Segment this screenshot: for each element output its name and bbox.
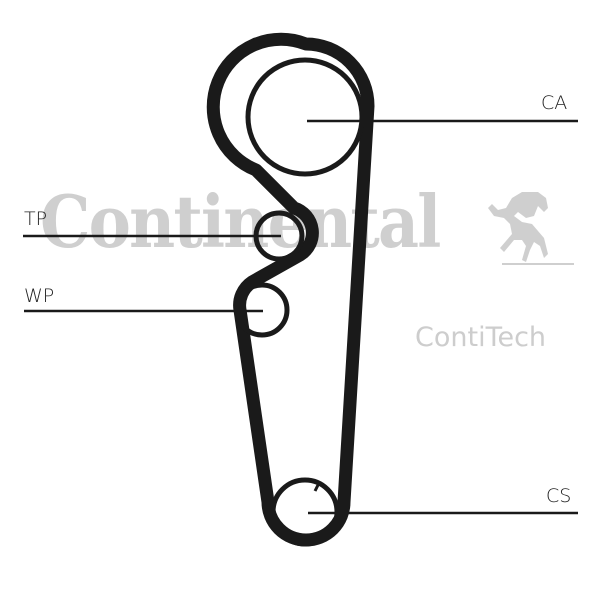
leader-lines xyxy=(23,119,578,515)
continental-watermark: Continental xyxy=(40,179,441,264)
pulley-ca xyxy=(245,57,365,177)
horse-logo-icon xyxy=(488,192,574,265)
label-ca: CA xyxy=(541,92,568,114)
contitech-watermark: ContiTech xyxy=(415,322,547,353)
label-tp: TP xyxy=(24,208,48,230)
label-wp: WP xyxy=(24,285,55,307)
timing-belt xyxy=(206,32,375,547)
label-cs: CS xyxy=(546,485,572,507)
